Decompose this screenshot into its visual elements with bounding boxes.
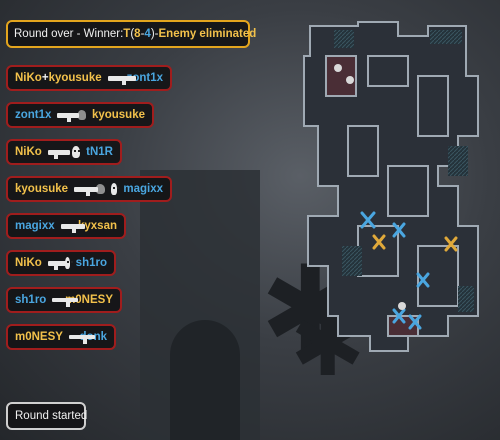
score-close: ) — [150, 28, 155, 40]
assist-plus: + — [41, 72, 49, 84]
radar-minimap — [303, 21, 479, 352]
round-started-label: Round started — [15, 410, 88, 422]
t-score: 8 — [134, 28, 141, 40]
victim-name: m0NESY — [65, 294, 113, 306]
headshot-icon — [64, 257, 70, 269]
kill-entry: NiKo sh1ro — [6, 250, 116, 276]
map-layout — [303, 21, 479, 352]
m4a4-icon — [60, 221, 85, 233]
round-over-prefix: Round over - Winner: — [14, 28, 124, 40]
kill-entry: zont1x kyousuke — [6, 102, 154, 128]
victim-name: sh1ro — [75, 257, 107, 269]
kill-entry: sh1ro m0NESY — [6, 287, 122, 313]
headshot-icon — [71, 146, 81, 158]
round-end-reason: Enemy eliminated — [158, 28, 257, 40]
killer-name: m0NESY — [15, 331, 63, 343]
killer-name: magixx — [15, 220, 55, 232]
victim-name: magixx — [123, 183, 163, 195]
victim-name: zont1x — [126, 72, 163, 84]
round-started-banner: Round started — [6, 402, 88, 430]
killer-name: NiKo — [15, 146, 42, 158]
ct-score: 4 — [144, 28, 151, 40]
awp-icon — [52, 295, 79, 307]
killer-name: zont1x — [15, 109, 52, 121]
winner-team: T — [123, 28, 131, 40]
killer-name: NiKo — [15, 257, 42, 269]
smoke-grenade-icon — [96, 184, 105, 194]
kill-entry: NiKo tN1R — [6, 139, 122, 165]
map-bombsite-icons — [334, 64, 406, 310]
killer-name: kyousuke — [15, 183, 69, 195]
ak47-icon — [74, 184, 99, 196]
smoke-grenade-icon — [77, 110, 86, 120]
victim-name: tN1R — [86, 146, 113, 158]
kill-entry: magixx kyxsan — [6, 213, 126, 239]
reason-separator: - — [154, 28, 159, 40]
dead-player-markers — [360, 211, 458, 330]
map-hatched-areas — [334, 30, 474, 312]
killer-name: NiKo — [15, 72, 42, 84]
victim-name: kyxsan — [77, 220, 117, 232]
background-arch — [170, 320, 240, 440]
victim-name: kyousuke — [91, 109, 145, 121]
score-open: ( — [130, 28, 135, 40]
headshot-icon — [110, 183, 118, 195]
round-over-banner: Round over - Winner: T ( 8 - 4 ) - Enemy… — [6, 20, 256, 48]
deagle-icon — [47, 147, 70, 159]
killer-name: sh1ro — [15, 294, 47, 306]
score-dash: - — [140, 28, 145, 40]
kill-entry: kyousuke magixx — [6, 176, 172, 202]
ak47-icon — [107, 73, 136, 85]
kill-entry: m0NESY donk — [6, 324, 116, 350]
deagle-icon — [47, 258, 70, 270]
m4a1-icon — [57, 110, 80, 122]
awp-icon — [68, 332, 95, 344]
kill-entry: NiKo + kyousuke zont1x — [6, 65, 172, 91]
assister-name: kyousuke — [48, 72, 102, 84]
